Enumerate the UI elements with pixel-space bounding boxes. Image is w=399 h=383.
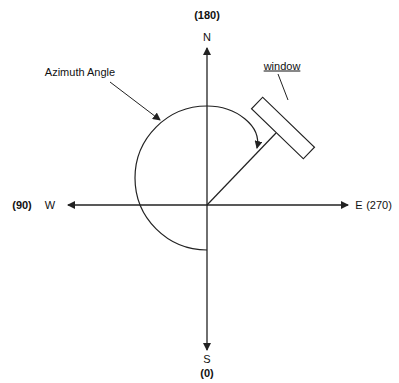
north-axis <box>206 48 207 205</box>
direction-letter: E <box>355 199 362 212</box>
angle-label: Azimuth Angle <box>45 66 115 79</box>
bearing-number: (270) <box>366 199 392 212</box>
west-axis <box>68 204 207 205</box>
bearing-number: (90) <box>12 199 32 212</box>
bearing-number: (0) <box>200 367 213 380</box>
window-normal-line <box>207 133 276 205</box>
window-symbol <box>252 97 315 159</box>
south-axis <box>206 205 207 350</box>
direction-letter: S <box>203 353 210 366</box>
azimuth-leader <box>110 82 160 120</box>
window-leader <box>278 74 288 100</box>
bearing-number: (180) <box>194 9 220 22</box>
window-label: window <box>264 60 301 73</box>
azimuth-arc <box>135 106 258 250</box>
direction-letter: N <box>203 31 211 44</box>
direction-letter: W <box>45 199 55 212</box>
east-axis <box>207 204 348 205</box>
